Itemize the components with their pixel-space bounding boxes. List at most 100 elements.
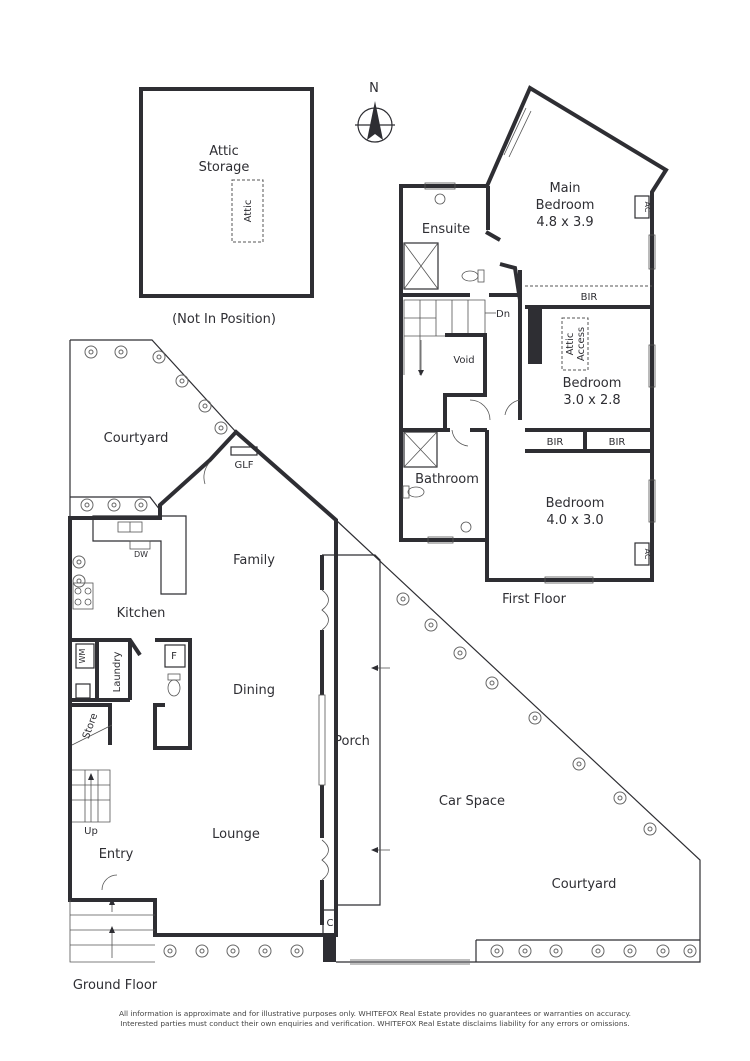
shrub-icon <box>591 944 605 958</box>
fridge-label: F <box>171 651 177 662</box>
kitchen-label: Kitchen <box>117 606 166 621</box>
compass-letter: N <box>369 81 379 96</box>
window <box>648 344 656 388</box>
shrub-icon <box>72 555 86 569</box>
cupboard <box>322 909 337 935</box>
first-floor-angled-walls <box>485 230 522 301</box>
stairs-up-label: Up <box>84 826 98 837</box>
main-bedroom-label-2: Bedroom <box>536 198 595 213</box>
shrub-center <box>400 596 406 602</box>
attic-access-label-2: Access <box>576 327 587 361</box>
ensuite-toilet-icon <box>461 270 479 282</box>
shrub-icon <box>290 944 304 958</box>
stairs-down-label: Dn <box>496 309 510 320</box>
attic-plan: Attic Storage Attic (Not In Position) <box>139 87 314 327</box>
shrub-center <box>218 425 224 431</box>
attic-access-label-1: Attic <box>565 333 576 356</box>
entry-label: Entry <box>99 847 134 862</box>
wc-toilet-icon <box>167 679 181 697</box>
courtyard-top-boundary <box>69 339 237 520</box>
shrub-center <box>617 795 623 801</box>
bathroom-label: Bathroom <box>415 472 479 487</box>
porch-outline <box>322 554 381 906</box>
laundry-walls <box>70 638 142 702</box>
shrub-center <box>156 354 162 360</box>
column-block <box>323 935 336 962</box>
first-floor-outer-walls <box>399 85 669 582</box>
shrub-icon <box>226 944 240 958</box>
shrub-center <box>294 948 300 954</box>
shrub-center <box>647 826 653 832</box>
window <box>424 182 456 190</box>
compass-arrow-icon <box>367 101 383 140</box>
shrub-icon <box>549 944 563 958</box>
shrub-center <box>230 948 236 954</box>
attic-room-label-2: Storage <box>199 160 250 175</box>
bir-left-label: BIR <box>547 437 564 448</box>
shrub-center <box>428 622 434 628</box>
shrub-icon <box>453 646 467 660</box>
shrub-center <box>595 948 601 954</box>
disclaimer-line-1: All information is approximate and for i… <box>118 1009 632 1018</box>
ensuite-basin-icon <box>434 193 446 205</box>
disclaimer-line-2: Interested parties must conduct their ow… <box>120 1019 630 1028</box>
shrub-center <box>84 502 90 508</box>
kitchen-bench <box>92 515 187 595</box>
shrub-icon <box>195 944 209 958</box>
shrub-icon <box>198 399 212 413</box>
attic-room-label-1: Attic <box>209 144 239 159</box>
ensuite-shower-icon <box>403 242 439 290</box>
washing-machine <box>75 643 95 669</box>
shrub-icon <box>134 498 148 512</box>
laundry-tub-icon <box>75 683 91 699</box>
bathroom-toilet-icon <box>407 486 425 498</box>
glf-unit <box>230 446 258 456</box>
first-floor-internal-walls <box>401 186 652 540</box>
fridge <box>164 644 186 668</box>
cupboard-label: C <box>327 918 334 929</box>
dining-label: Dining <box>233 683 275 698</box>
shrub-icon <box>683 944 697 958</box>
shrub-center <box>111 502 117 508</box>
courtyard-bottom-label: Courtyard <box>552 877 617 892</box>
store-walls <box>70 703 112 745</box>
bedroom-2-dims: 3.0 x 2.8 <box>563 393 620 408</box>
shrub-center <box>553 948 559 954</box>
attic-note: (Not In Position) <box>172 312 276 327</box>
wm-label: WM <box>78 648 87 663</box>
dw-label: DW <box>134 550 148 559</box>
first-floor-stairs <box>403 299 496 376</box>
window <box>544 576 594 584</box>
bedroom-3-dims: 4.0 x 3.0 <box>546 513 603 528</box>
shrub-icon <box>424 618 438 632</box>
void-label: Void <box>453 355 474 366</box>
shrub-icon <box>643 822 657 836</box>
bathroom-basin-icon <box>460 521 472 533</box>
shrub-center <box>76 559 82 565</box>
shrub-icon <box>163 944 177 958</box>
shrub-center <box>138 502 144 508</box>
shrub-center <box>457 650 463 656</box>
shrub-icon <box>175 374 189 388</box>
ac-unit-bottom <box>634 542 650 566</box>
window <box>648 479 656 523</box>
shrub-center <box>76 578 82 584</box>
shrub-icon <box>396 592 410 606</box>
shrub-icon <box>80 498 94 512</box>
courtyard-top-label: Courtyard <box>104 431 169 446</box>
wc-walls <box>153 638 192 750</box>
attic-walls <box>139 87 314 298</box>
entry-steps <box>69 898 155 963</box>
wardrobe-block <box>528 308 542 364</box>
garden-shrubs <box>72 345 697 958</box>
shrub-center <box>489 680 495 686</box>
attic-access-hatch <box>561 317 589 371</box>
north-compass: N <box>355 81 395 143</box>
shrub-icon <box>152 350 166 364</box>
bir-right-label: BIR <box>609 437 626 448</box>
shrub-icon <box>72 574 86 588</box>
shrub-icon <box>485 676 499 690</box>
shrub-icon <box>613 791 627 805</box>
site-boundary <box>335 519 701 963</box>
store-label: Store <box>81 712 100 741</box>
